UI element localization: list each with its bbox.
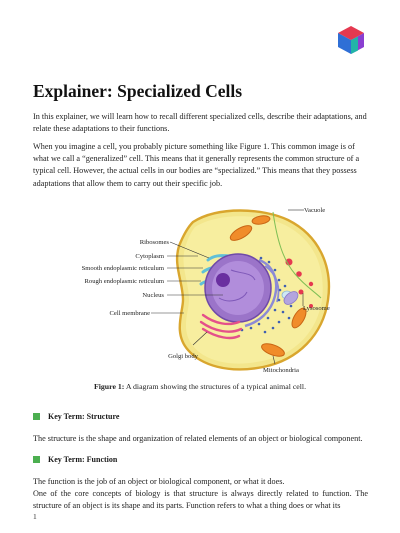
label-nucleus: Nucleus [142,292,164,299]
figure-caption-text: A diagram showing the structures of a ty… [124,382,307,391]
lysosome-shapes [285,258,314,308]
label-smooth-er: Smooth endoplasmic reticulum [82,265,165,272]
key-term-heading: Key Term: Structure [48,411,120,421]
green-square-icon [33,455,40,463]
label-rough-er: Rough endoplasmic reticulum [85,278,165,285]
label-mitochondria: Mitochondria [263,367,299,374]
green-square-icon [33,412,40,420]
key-term-function-definition: The function is the job of an object or … [33,477,285,486]
label-cytoplasm: Cytoplasm [135,253,164,260]
key-term-structure-definition: The structure is the shape and organizat… [33,434,363,443]
nagwa-logo-icon [338,26,364,54]
label-golgi-body: Golgi body [168,353,199,360]
key-term-function: Key Term: Function [33,454,117,464]
golgi-body-shape [199,313,243,340]
structure-function-paragraph: One of the core concepts of biology is t… [33,489,368,511]
mitochondria-shapes [229,215,307,357]
figure-caption-label: Figure 1: [93,382,125,391]
generalized-cell-paragraph: When you imagine a cell, you probably pi… [33,142,360,188]
figure-caption: Figure 1: A diagram showing the structur… [0,382,400,391]
label-ribosomes: Ribosomes [140,239,170,246]
intro-paragraph: In this explainer, we will learn how to … [33,112,367,134]
function-section: The function is the job of an object or … [33,476,368,513]
label-vacuole: Vacuole [304,207,325,214]
animal-cell-diagram: Vacuole Ribosomes Cytoplasm Smooth endop… [82,207,331,374]
page-number: 1 [33,512,37,521]
label-lysosome: Lysosome [303,305,330,312]
key-term-heading: Key Term: Function [48,454,118,464]
key-term-structure: Key Term: Structure [33,411,119,421]
page-title: Explainer: Specialized Cells [33,81,243,101]
label-cell-membrane: Cell membrane [110,310,151,317]
ribosome-dots [240,256,293,334]
